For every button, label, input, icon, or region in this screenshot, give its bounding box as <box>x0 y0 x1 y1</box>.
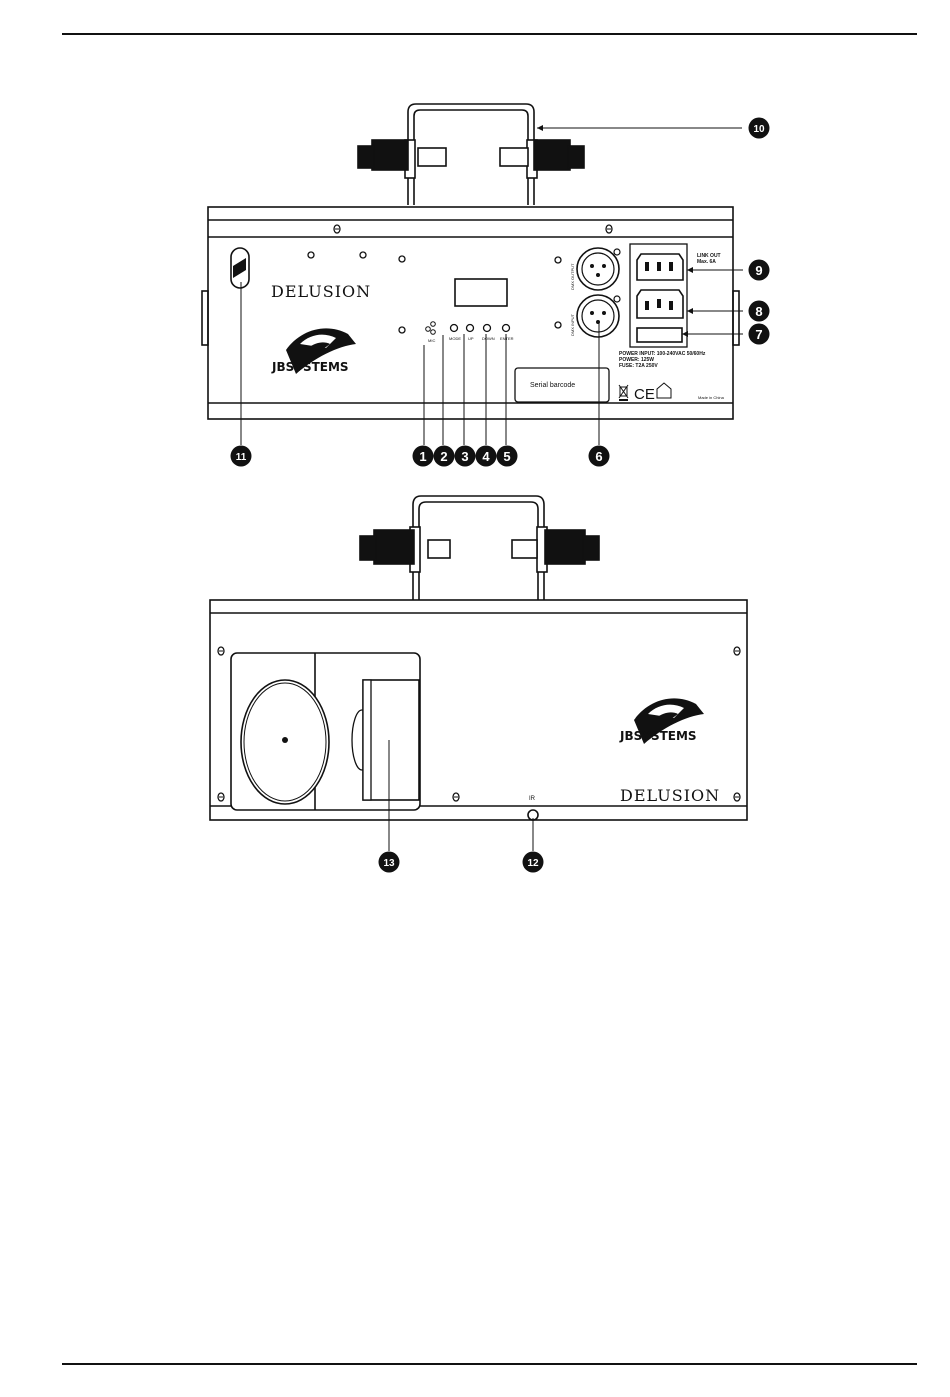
callout-10: 10 <box>749 118 770 139</box>
mounting-bracket <box>358 104 584 205</box>
handle-slot <box>231 248 249 288</box>
callout-3: 3 <box>455 446 476 467</box>
control-buttons: MIC MODE UP DOWN ENTER <box>426 322 514 343</box>
svg-text:1: 1 <box>419 449 426 464</box>
serial-barcode-text: Serial barcode <box>530 382 575 389</box>
callout-4: 4 <box>476 446 497 467</box>
button-label-mic: MIC <box>428 338 435 343</box>
button-label-enter: ENTER <box>500 336 514 341</box>
button-label-up: UP <box>468 336 474 341</box>
callout-11: 11 <box>231 446 252 467</box>
dmx-input-label: DMX INPUT <box>570 313 575 336</box>
dmx-output-label: DMX OUTPUT <box>570 263 575 290</box>
button-label-mode: MODE <box>449 336 461 341</box>
down-button[interactable] <box>484 325 491 332</box>
front-mounting-bracket <box>360 496 599 600</box>
fuse-holder[interactable] <box>637 328 682 342</box>
callout-5: 5 <box>497 446 518 467</box>
front-brand-text: JBSYSTEMS <box>619 729 697 743</box>
weee-icon <box>619 385 628 400</box>
compliance-marks: CE Made in China <box>619 383 725 403</box>
display-window <box>455 279 507 306</box>
svg-text:13: 13 <box>383 858 395 869</box>
rear-brand-text: JBSYSTEMS <box>271 360 349 374</box>
svg-text:3: 3 <box>461 449 468 464</box>
svg-text:5: 5 <box>503 449 510 464</box>
front-view: JBSYSTEMS DELUSION IR <box>210 496 747 851</box>
ir-label: IR <box>529 796 536 802</box>
mode-button[interactable] <box>451 325 458 332</box>
dmx-output-connector[interactable] <box>577 248 620 290</box>
lens-window <box>231 653 420 810</box>
callout-13: 13 <box>379 852 400 873</box>
svg-text:10: 10 <box>753 124 765 135</box>
svg-text:12: 12 <box>527 858 539 869</box>
svg-text:8: 8 <box>755 304 762 319</box>
callout-7: 7 <box>749 324 770 345</box>
power-input-socket[interactable] <box>637 290 683 318</box>
callout-12: 12 <box>523 852 544 873</box>
made-in-text: Made in China <box>698 395 725 400</box>
mic-sensor <box>426 322 436 335</box>
svg-text:2: 2 <box>440 449 447 464</box>
front-model-name: DELUSION <box>620 786 720 805</box>
button-label-down: DOWN <box>482 336 495 341</box>
ce-mark-icon: CE <box>634 386 655 403</box>
rear-top-screw-left <box>334 225 340 233</box>
link-out-max: Max. 6A <box>697 259 716 265</box>
callout-8: 8 <box>749 301 770 322</box>
svg-text:6: 6 <box>595 449 602 464</box>
rear-view: DELUSION JBSYSTEMS MIC MODE UP DOWN ENTE… <box>202 104 743 445</box>
enter-button[interactable] <box>503 325 510 332</box>
spec-line-3: FUSE: T2A 250V <box>619 363 658 369</box>
svg-text:7: 7 <box>755 327 762 342</box>
callout-6: 6 <box>589 446 610 467</box>
svg-text:11: 11 <box>236 452 247 463</box>
rear-model-name: DELUSION <box>271 282 371 301</box>
rear-top-screw-right <box>606 225 612 233</box>
callout-2: 2 <box>434 446 455 467</box>
indoor-use-icon <box>657 383 671 398</box>
link-out-socket[interactable] <box>637 254 683 280</box>
callout-9: 9 <box>749 260 770 281</box>
svg-text:9: 9 <box>755 263 762 278</box>
callout-1: 1 <box>413 446 434 467</box>
svg-text:4: 4 <box>482 449 490 464</box>
up-button[interactable] <box>467 325 474 332</box>
